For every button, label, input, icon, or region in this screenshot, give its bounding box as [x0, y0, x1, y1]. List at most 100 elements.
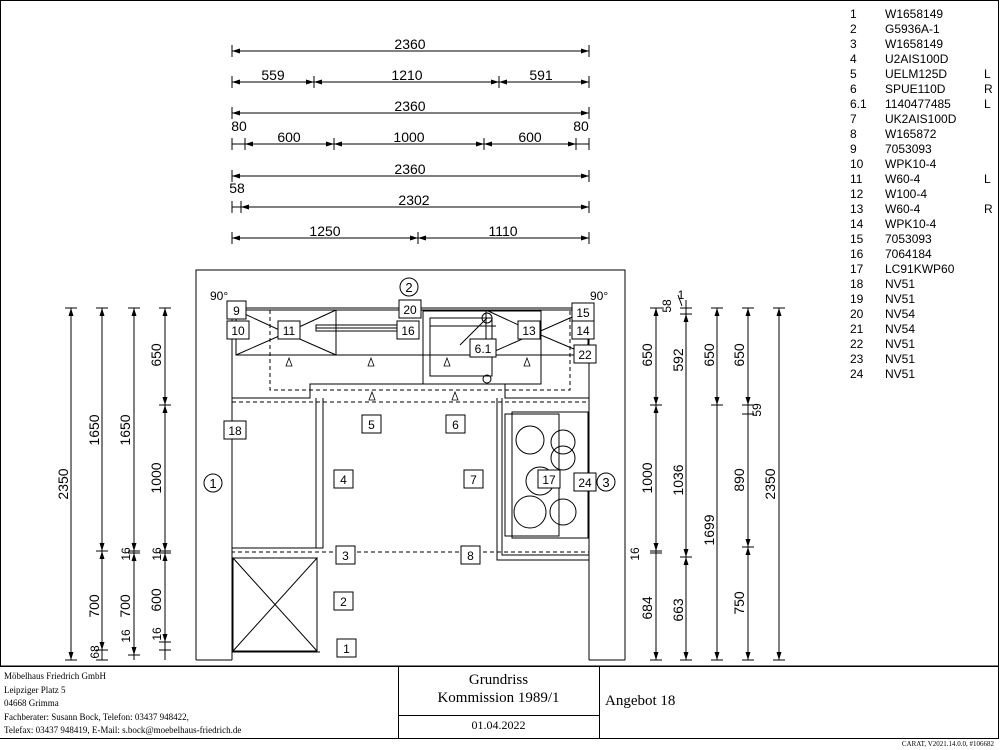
left-dimension-labels: 2350 1650 700 68 1650 16 700 16 650 1000… — [55, 343, 164, 659]
dim-left-16-a: 16 — [119, 547, 133, 561]
dim-top-1000: 1000 — [393, 129, 424, 145]
legend-number: 22 — [850, 337, 864, 351]
legend-number: 9 — [850, 142, 857, 156]
dim-right-16: 16 — [628, 547, 642, 561]
legend-side: L — [984, 97, 991, 111]
legend-number: 1 — [850, 7, 857, 21]
title-block: Möbelhaus Friedrich GmbH Leipziger Platz… — [0, 666, 1000, 750]
cabinet-17: 17 — [542, 473, 556, 487]
top-dimension-labels: 2360 559 1210 591 2360 80 80 600 1000 60… — [229, 36, 589, 239]
cabinet-8: 8 — [467, 549, 474, 563]
dim-left-700-b: 700 — [117, 594, 133, 618]
dim-right-592: 592 — [670, 348, 686, 372]
legend-code: W1658149 — [885, 7, 944, 21]
cabinet-16: 16 — [401, 324, 415, 338]
right-dimension-arrows — [653, 308, 782, 660]
dim-right-890: 890 — [731, 468, 747, 492]
legend-number: 7 — [850, 112, 857, 126]
legend-number: 17 — [850, 262, 864, 276]
dim-right-59: 59 — [750, 403, 764, 417]
dim-top-total-2: 2360 — [394, 98, 425, 114]
angle-label-right: 90° — [590, 289, 608, 303]
legend-code: W1658149 — [885, 37, 944, 51]
legend-row: 9 7053093 — [850, 142, 990, 157]
legend-row: 22 NV51 — [850, 337, 990, 352]
legend-number: 6.1 — [850, 97, 867, 111]
legend-code: U2AIS100D — [885, 52, 949, 66]
dim-left-1650-b: 1650 — [117, 414, 133, 445]
floor-plan-drawing: 2360 559 1210 591 2360 80 80 600 1000 60… — [0, 0, 999, 666]
legend-code: NV51 — [885, 277, 916, 291]
cabinet-6-1: 6.1 — [475, 342, 492, 356]
cabinet-15: 15 — [576, 306, 590, 320]
dim-left-650: 650 — [148, 343, 164, 367]
legend-number: 4 — [850, 52, 857, 66]
cabinet-20: 20 — [403, 303, 417, 317]
light-fixtures — [285, 356, 531, 401]
legend-number: 5 — [850, 67, 857, 81]
legend-row: 15 7053093 — [850, 232, 990, 247]
dim-top-total-3: 2360 — [394, 161, 425, 177]
dim-right-663: 663 — [670, 598, 686, 622]
legend-number: 11 — [850, 172, 863, 186]
dim-right-1000: 1000 — [639, 462, 655, 493]
legend-code: NV51 — [885, 292, 916, 306]
dim-right-2350: 2350 — [762, 468, 778, 499]
legend-number: 24 — [850, 367, 864, 381]
cabinet-6: 6 — [452, 418, 459, 432]
wall-marker-2: 2 — [405, 280, 412, 295]
legend-code: NV51 — [885, 337, 916, 351]
legend-number: 8 — [850, 127, 857, 141]
angle-label-left: 90° — [210, 289, 228, 303]
wall-marker-3: 3 — [602, 475, 609, 490]
legend-number: 13 — [850, 202, 864, 216]
legend-side: R — [984, 82, 993, 96]
company-city: 04668 Grimma — [4, 698, 59, 708]
dim-left-700-a: 700 — [86, 594, 102, 618]
software-footer: CARAT, V2021.14.0.0, #106682 — [901, 740, 994, 748]
cabinet-13: 13 — [522, 324, 536, 338]
legend-code: W165872 — [885, 127, 937, 141]
legend-code: 7053093 — [885, 232, 932, 246]
legend-number: 14 — [850, 217, 864, 231]
right-dimension-labels: 650 1000 16 684 58 1 592 1036 1699 663 6… — [628, 288, 778, 622]
dim-left-1650-a: 1650 — [86, 414, 102, 445]
dim-right-1: 1 — [678, 288, 685, 302]
drawing-title-line1: Grundriss — [468, 672, 529, 688]
cabinet-4: 4 — [340, 473, 347, 487]
legend-number: 12 — [850, 187, 864, 201]
cabinet-5: 5 — [368, 418, 375, 432]
dim-top-600-left: 600 — [277, 129, 301, 145]
offer-label: Angebot 18 — [605, 693, 676, 709]
drawing-date: 01.04.2022 — [471, 718, 526, 732]
legend-number: 2 — [850, 22, 857, 36]
company-name: Möbelhaus Friedrich GmbH — [4, 671, 106, 681]
company-contact: Telefax: 03437 948419, E-Mail: s.bock@mo… — [4, 725, 242, 735]
countertop — [232, 383, 589, 561]
legend-code: 7053093 — [885, 142, 932, 156]
dim-top-1110: 1110 — [488, 223, 517, 239]
legend-code: UELM125D — [885, 67, 948, 81]
tall-unit — [232, 556, 318, 652]
cabinet-3: 3 — [342, 549, 349, 563]
cabinet-2: 2 — [340, 595, 347, 609]
top-dimension-arrows — [232, 48, 589, 241]
dim-top-80-right: 80 — [573, 118, 589, 134]
dim-right-750: 750 — [731, 591, 747, 615]
cabinet-18: 18 — [228, 424, 242, 438]
legend-number: 23 — [850, 352, 864, 366]
legend-number: 15 — [850, 232, 864, 246]
legend-side: L — [984, 67, 991, 81]
legend-code: W60-4 — [885, 202, 921, 216]
